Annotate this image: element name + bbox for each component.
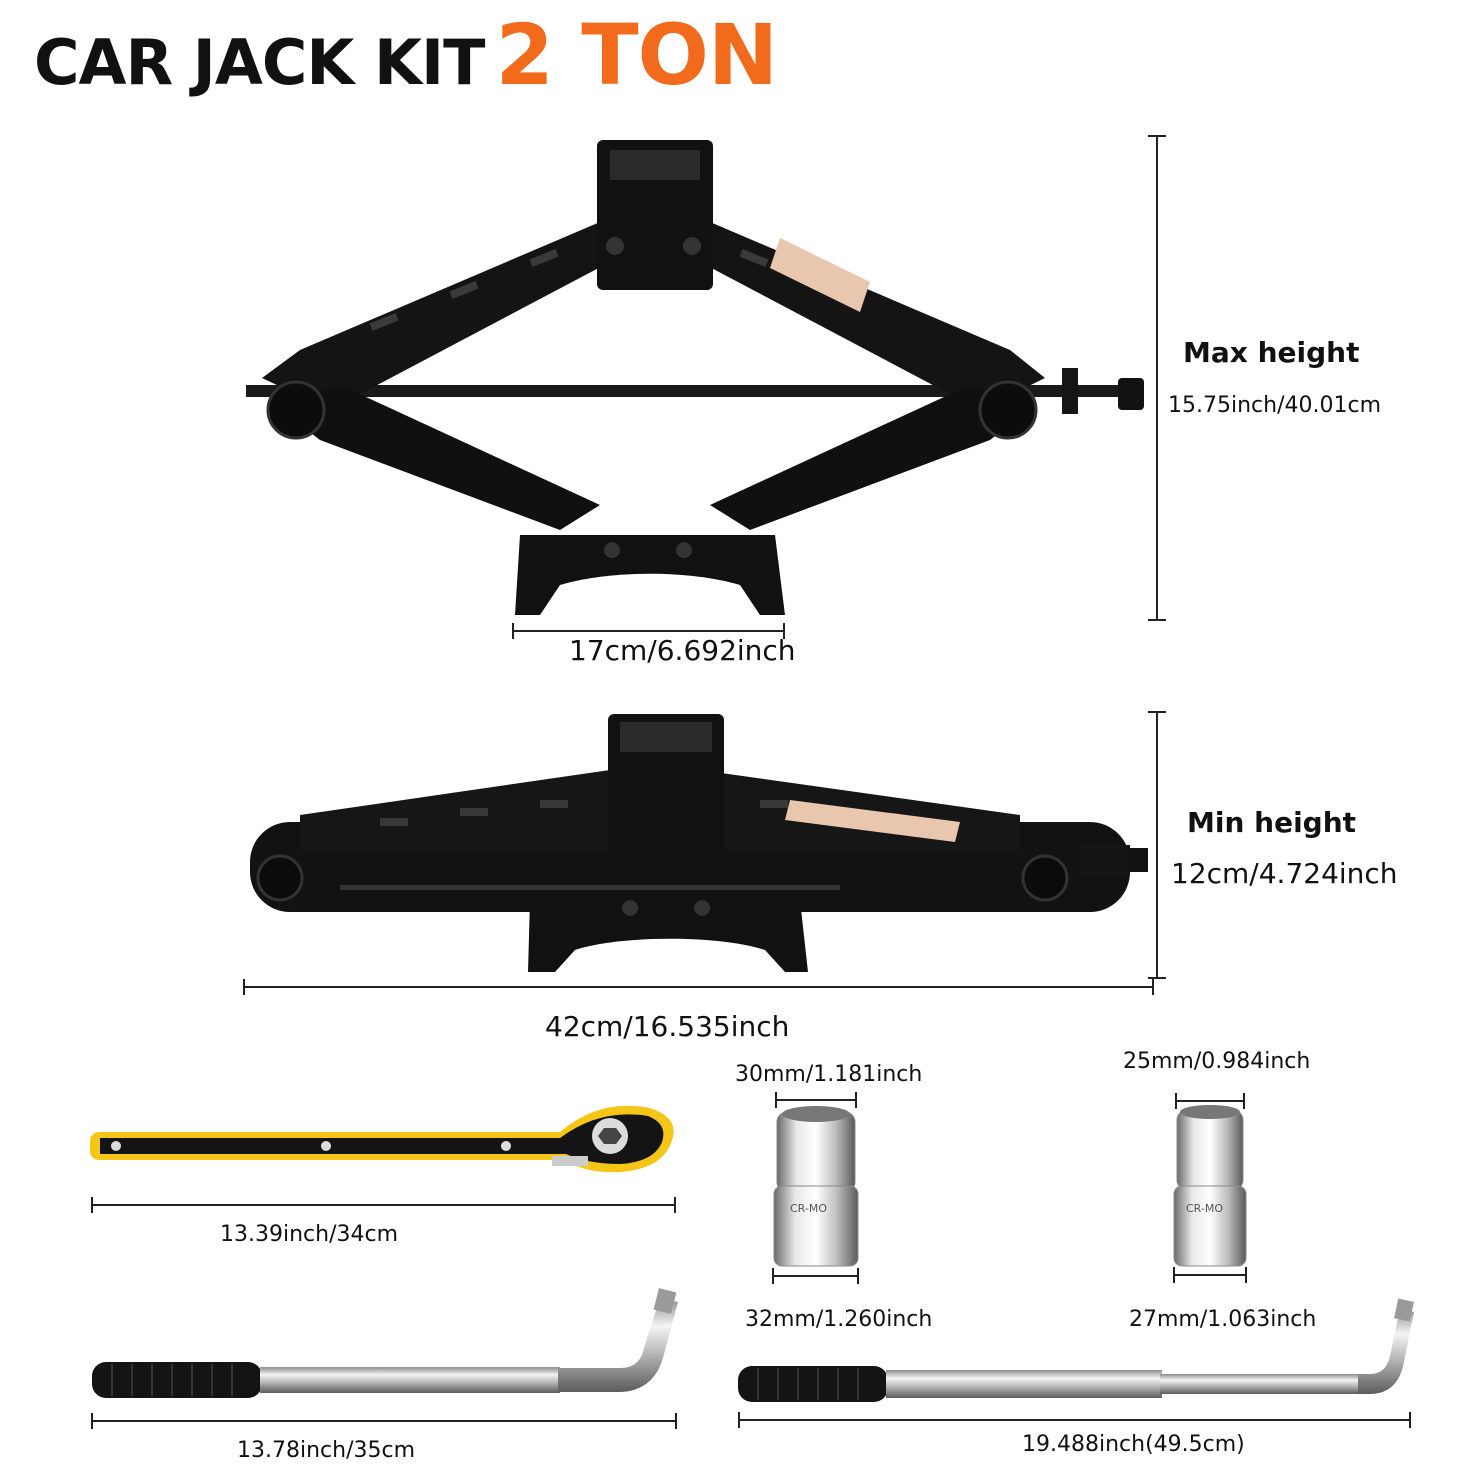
- svg-text:CR-MO: CR-MO: [790, 1202, 827, 1215]
- min-height-value: 12cm/4.724inch: [1171, 857, 1398, 890]
- max-height-heading: Max height: [1183, 336, 1360, 369]
- title-part2: 2 TON: [495, 6, 779, 104]
- lug-wrench-long: [738, 1298, 1414, 1402]
- max-base-width: 17cm/6.692inch: [569, 634, 796, 667]
- lug-short-length: 13.78inch/35cm: [237, 1438, 416, 1463]
- socket-small-bottom: 27mm/1.063inch: [1129, 1307, 1317, 1332]
- socket-large-dimension-lines: [772, 1092, 859, 1284]
- min-height-heading: Min height: [1187, 806, 1357, 839]
- max-height-value: 15.75inch/40.01cm: [1168, 393, 1381, 418]
- scissor-jack-max: [246, 140, 1144, 615]
- lug-long-dimension-line: [738, 1412, 1411, 1428]
- socket-large-top: 30mm/1.181inch: [735, 1062, 923, 1087]
- ratchet-length: 13.39inch/34cm: [220, 1222, 399, 1247]
- ratchet-wrench: [90, 1105, 674, 1173]
- lug-wrench-short: [92, 1288, 678, 1398]
- page-title: CAR JACK KIT 2 TON: [34, 6, 779, 116]
- svg-text:CR-MO: CR-MO: [1186, 1202, 1223, 1215]
- scissor-jack-min: [250, 714, 1148, 972]
- lug-long-length: 19.488inch(49.5cm): [1022, 1432, 1245, 1457]
- min-dimension-lines: [243, 711, 1166, 995]
- min-length: 42cm/16.535inch: [545, 1010, 790, 1043]
- socket-large: CR-MO: [773, 1106, 859, 1267]
- socket-small-dimension-lines: [1173, 1093, 1247, 1283]
- max-dimension-lines: [512, 135, 1166, 639]
- ratchet-dimension-line: [91, 1197, 676, 1213]
- lug-short-dimension-line: [91, 1413, 677, 1429]
- title-part1: CAR JACK KIT: [34, 26, 485, 99]
- socket-small-top: 25mm/0.984inch: [1123, 1049, 1311, 1074]
- socket-small: CR-MO: [1173, 1105, 1247, 1267]
- socket-large-bottom: 32mm/1.260inch: [745, 1307, 933, 1332]
